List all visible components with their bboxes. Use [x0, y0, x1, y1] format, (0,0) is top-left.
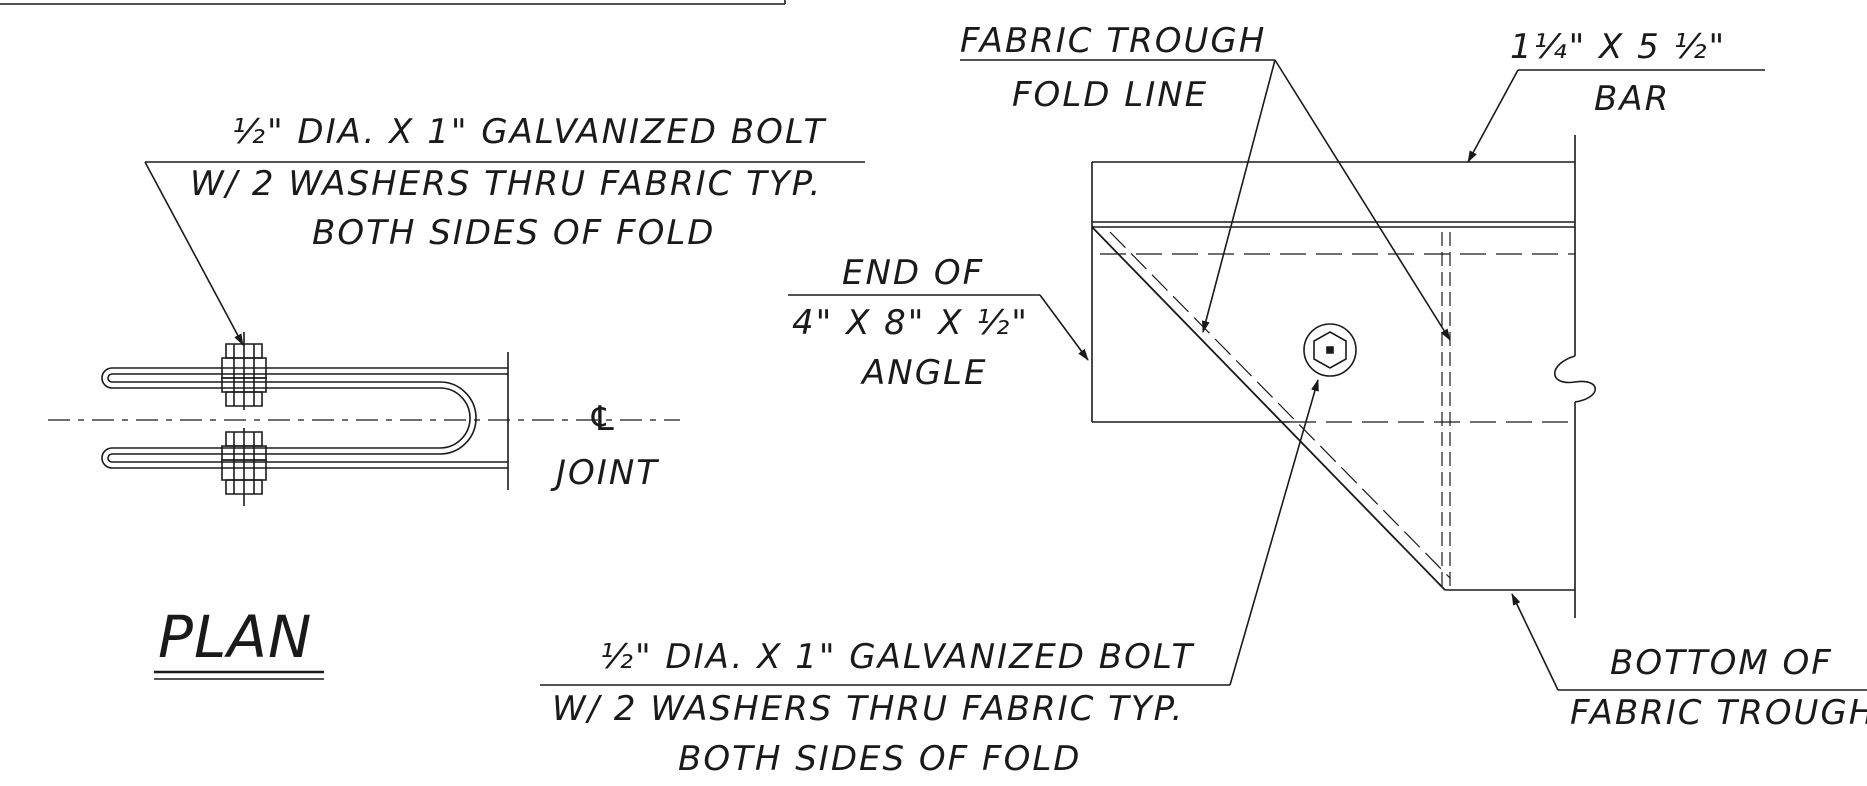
plan-bolt-callout-line3: BOTH SIDES OF FOLD: [312, 213, 716, 253]
break-symbol: [1555, 356, 1596, 402]
plan-bolt-callout-line1: ½" DIA. X 1" GALVANIZED BOLT: [232, 112, 827, 152]
fold-line-label-line2: FOLD LINE: [1012, 75, 1209, 115]
trough-diagonal: [1092, 227, 1445, 590]
elev-bolt-callout-line3: BOTH SIDES OF FOLD: [678, 739, 1082, 779]
bolt-leader: [1230, 379, 1319, 685]
bolt-assembly-upper: [222, 332, 266, 410]
plan-title: PLAN: [158, 603, 313, 671]
bar-label-line1: 1¼" X 5 ½": [1510, 27, 1727, 67]
joint-label: JOINT: [556, 453, 660, 493]
plan-bolt-callout-line2: W/ 2 WASHERS THRU FABRIC TYP.: [190, 164, 823, 204]
centerline-symbol: ℄: [592, 399, 616, 439]
bar-leader: [1468, 70, 1518, 163]
u-bar: [102, 368, 508, 468]
angle-label-line1: END OF: [842, 253, 985, 293]
fold-line-leader: [1275, 60, 1450, 341]
elev-bolt-callout-line1: ½" DIA. X 1" GALVANIZED BOLT: [600, 637, 1195, 677]
bolt-leader: [145, 162, 243, 346]
angle-leader: [1040, 295, 1088, 361]
bolt-head: [1304, 324, 1356, 376]
angle-label-line2: 4" X 8" X ½": [792, 303, 1029, 343]
bar-label-line2: BAR: [1594, 79, 1671, 119]
angle-label-line3: ANGLE: [862, 353, 988, 393]
elev-bolt-callout-line2: W/ 2 WASHERS THRU FABRIC TYP.: [552, 689, 1185, 729]
fold-line-label-line1: FABRIC TROUGH: [960, 21, 1267, 61]
bottom-leader: [1512, 593, 1558, 690]
trough-diagonal-hidden: [1110, 232, 1450, 578]
bottom-label-line2: FABRIC TROUGH: [1570, 693, 1867, 733]
bottom-label-line1: BOTTOM OF: [1610, 643, 1833, 683]
bolt-assembly-lower: [222, 428, 266, 506]
fold-line-leader: [1201, 60, 1275, 333]
